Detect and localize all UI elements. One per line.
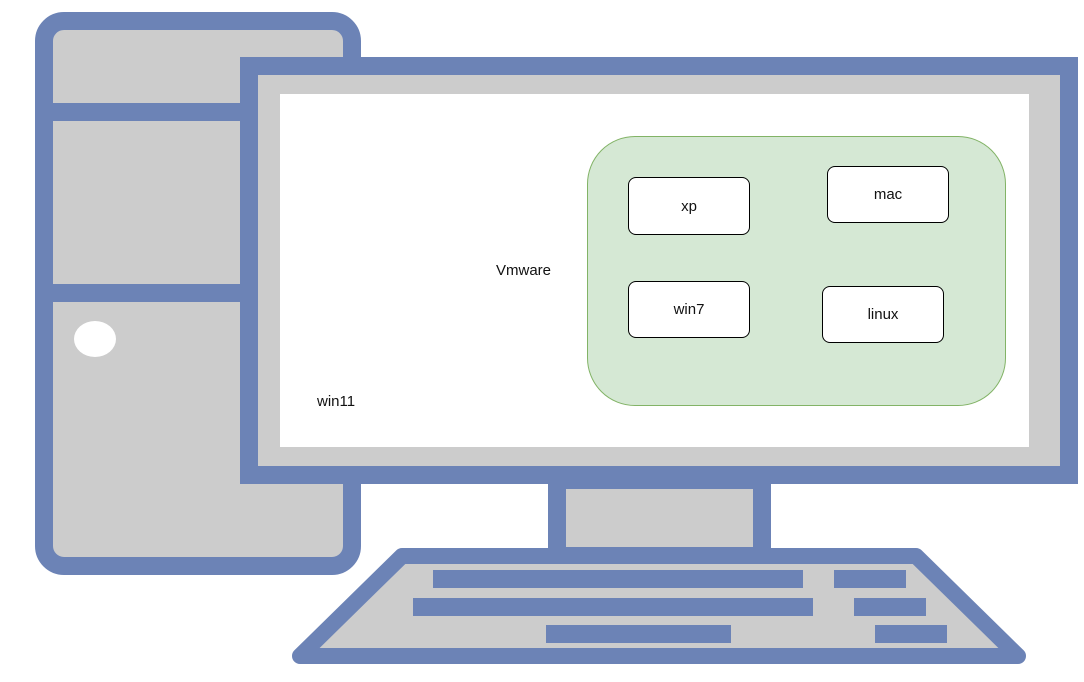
keyboard-key [875, 625, 947, 643]
vm-box-mac: mac [827, 166, 949, 223]
vm-box-win7: win7 [628, 281, 750, 338]
keyboard-key [834, 570, 906, 588]
hypervisor-label: Vmware [496, 262, 552, 279]
vm-box-label: mac [873, 186, 903, 203]
vm-box-label: win7 [673, 301, 705, 318]
power-button-icon [74, 321, 116, 357]
keyboard-key [546, 625, 731, 643]
vm-box-label: linux [867, 306, 899, 323]
vm-box-linux: linux [822, 286, 944, 343]
keyboard-key [854, 598, 926, 616]
monitor-stand [548, 471, 771, 565]
vm-box-label: xp [681, 197, 697, 215]
host-os-label: win11 [317, 393, 356, 410]
keyboard-key [413, 598, 813, 616]
keyboard-key [433, 570, 803, 588]
vm-box-xp: xp [628, 177, 750, 235]
